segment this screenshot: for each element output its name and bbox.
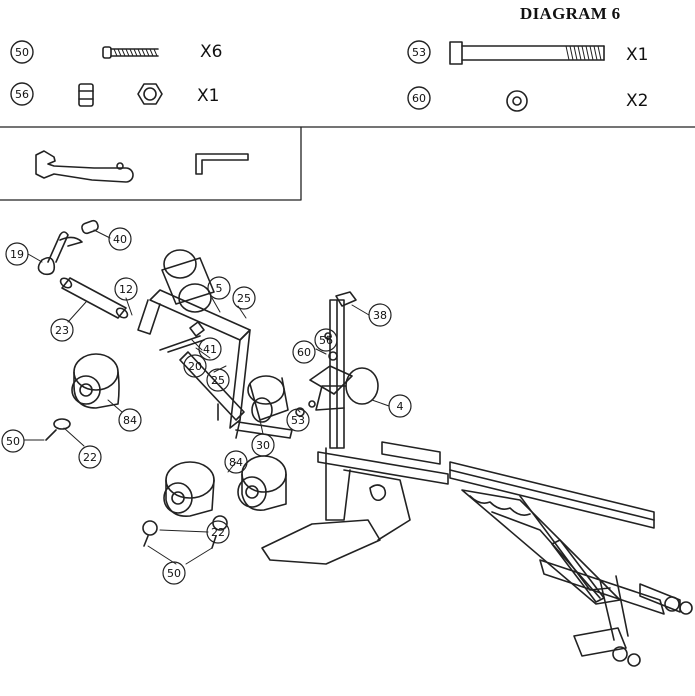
- svg-text:50: 50: [6, 435, 20, 448]
- callout-23: 23: [50, 318, 74, 342]
- hardware-56: 56 X1: [10, 82, 219, 107]
- bench-frame: [261, 291, 693, 667]
- callout-84: 84: [118, 408, 142, 432]
- nut-front-icon: [137, 83, 163, 105]
- callouts: 19 40 12 5 25 23 41 20 25 84 50 22 38 60…: [1, 227, 412, 585]
- callout-84b: 84: [224, 450, 248, 474]
- callout-4: 4: [388, 394, 412, 418]
- bolt-icon: [449, 41, 605, 65]
- pin-cap: [81, 219, 99, 235]
- svg-text:84: 84: [229, 456, 243, 469]
- svg-text:25: 25: [211, 374, 225, 387]
- washer-icon: [506, 90, 528, 112]
- svg-text:23: 23: [55, 324, 69, 337]
- seat-rail: [317, 451, 449, 485]
- svg-text:19: 19: [10, 248, 24, 261]
- svg-text:41: 41: [203, 343, 217, 356]
- roller-84-a: [71, 353, 120, 409]
- callout-60: 60: [292, 340, 316, 364]
- svg-text:22: 22: [83, 451, 97, 464]
- roller-mid: [247, 375, 289, 423]
- tube: [61, 277, 127, 319]
- svg-text:5: 5: [216, 282, 223, 295]
- callout-53: 53: [286, 408, 310, 432]
- svg-text:38: 38: [373, 309, 387, 322]
- svg-text:25: 25: [237, 292, 251, 305]
- roller-top: [161, 249, 215, 313]
- part-number: 56: [15, 88, 29, 101]
- callout-12: 12: [114, 277, 138, 301]
- front-stabilizer: [573, 627, 627, 657]
- quantity: X2: [626, 91, 648, 111]
- hardware-53: 53 X1: [407, 40, 648, 65]
- spring-clip: [37, 256, 56, 276]
- leader-lines: [23, 229, 390, 565]
- svg-text:20: 20: [188, 360, 202, 373]
- callout-25b: 25: [206, 368, 230, 392]
- screw-icon: [102, 46, 159, 59]
- svg-text:22: 22: [211, 526, 225, 539]
- frame-lower: [179, 351, 245, 421]
- quantity: X1: [197, 86, 219, 106]
- seat-post: [329, 299, 345, 449]
- hardware-60: 60 X2: [407, 86, 648, 112]
- end-cap: [53, 418, 71, 430]
- roller-84-b: [163, 461, 215, 517]
- part-number: 50: [15, 46, 29, 59]
- svg-text:53: 53: [291, 414, 305, 427]
- callout-25: 25: [232, 286, 256, 310]
- diagram-title: DIAGRAM 6: [520, 4, 621, 23]
- part-number: 53: [412, 46, 426, 59]
- callout-5: 5: [207, 276, 231, 300]
- callout-30: 30: [251, 433, 275, 457]
- callout-50b: 50: [162, 561, 186, 585]
- post-cap: [335, 291, 357, 307]
- svg-text:4: 4: [397, 400, 404, 413]
- svg-text:56: 56: [319, 334, 333, 347]
- callout-22b: 22: [206, 520, 230, 544]
- callout-40: 40: [108, 227, 132, 251]
- svg-text:30: 30: [256, 439, 270, 452]
- svg-text:50: 50: [167, 567, 181, 580]
- left-assembly: [37, 219, 293, 549]
- svg-text:84: 84: [123, 414, 137, 427]
- svg-text:40: 40: [113, 233, 127, 246]
- quantity: X1: [626, 45, 648, 65]
- hardware-50: 50 X6: [10, 40, 222, 64]
- roller-4: [309, 365, 379, 411]
- hex-key-icon: [195, 153, 249, 175]
- roller-84-c: [237, 455, 287, 511]
- callout-56: 56: [314, 328, 338, 352]
- tools-box: [0, 126, 302, 201]
- quantity: X6: [200, 42, 222, 62]
- foot-plate: [261, 519, 381, 565]
- back-beam: [449, 461, 655, 529]
- svg-text:60: 60: [297, 346, 311, 359]
- nut-side-icon: [78, 83, 94, 107]
- callout-50: 50: [1, 429, 25, 453]
- callout-41: 41: [198, 337, 222, 361]
- svg-text:12: 12: [119, 283, 133, 296]
- callout-20: 20: [183, 354, 207, 378]
- wrench-icon: [35, 150, 134, 183]
- part-number: 60: [412, 92, 426, 105]
- callout-19: 19: [5, 242, 29, 266]
- pin-knob: [369, 484, 387, 502]
- callout-22: 22: [78, 445, 102, 469]
- callout-38: 38: [368, 303, 392, 327]
